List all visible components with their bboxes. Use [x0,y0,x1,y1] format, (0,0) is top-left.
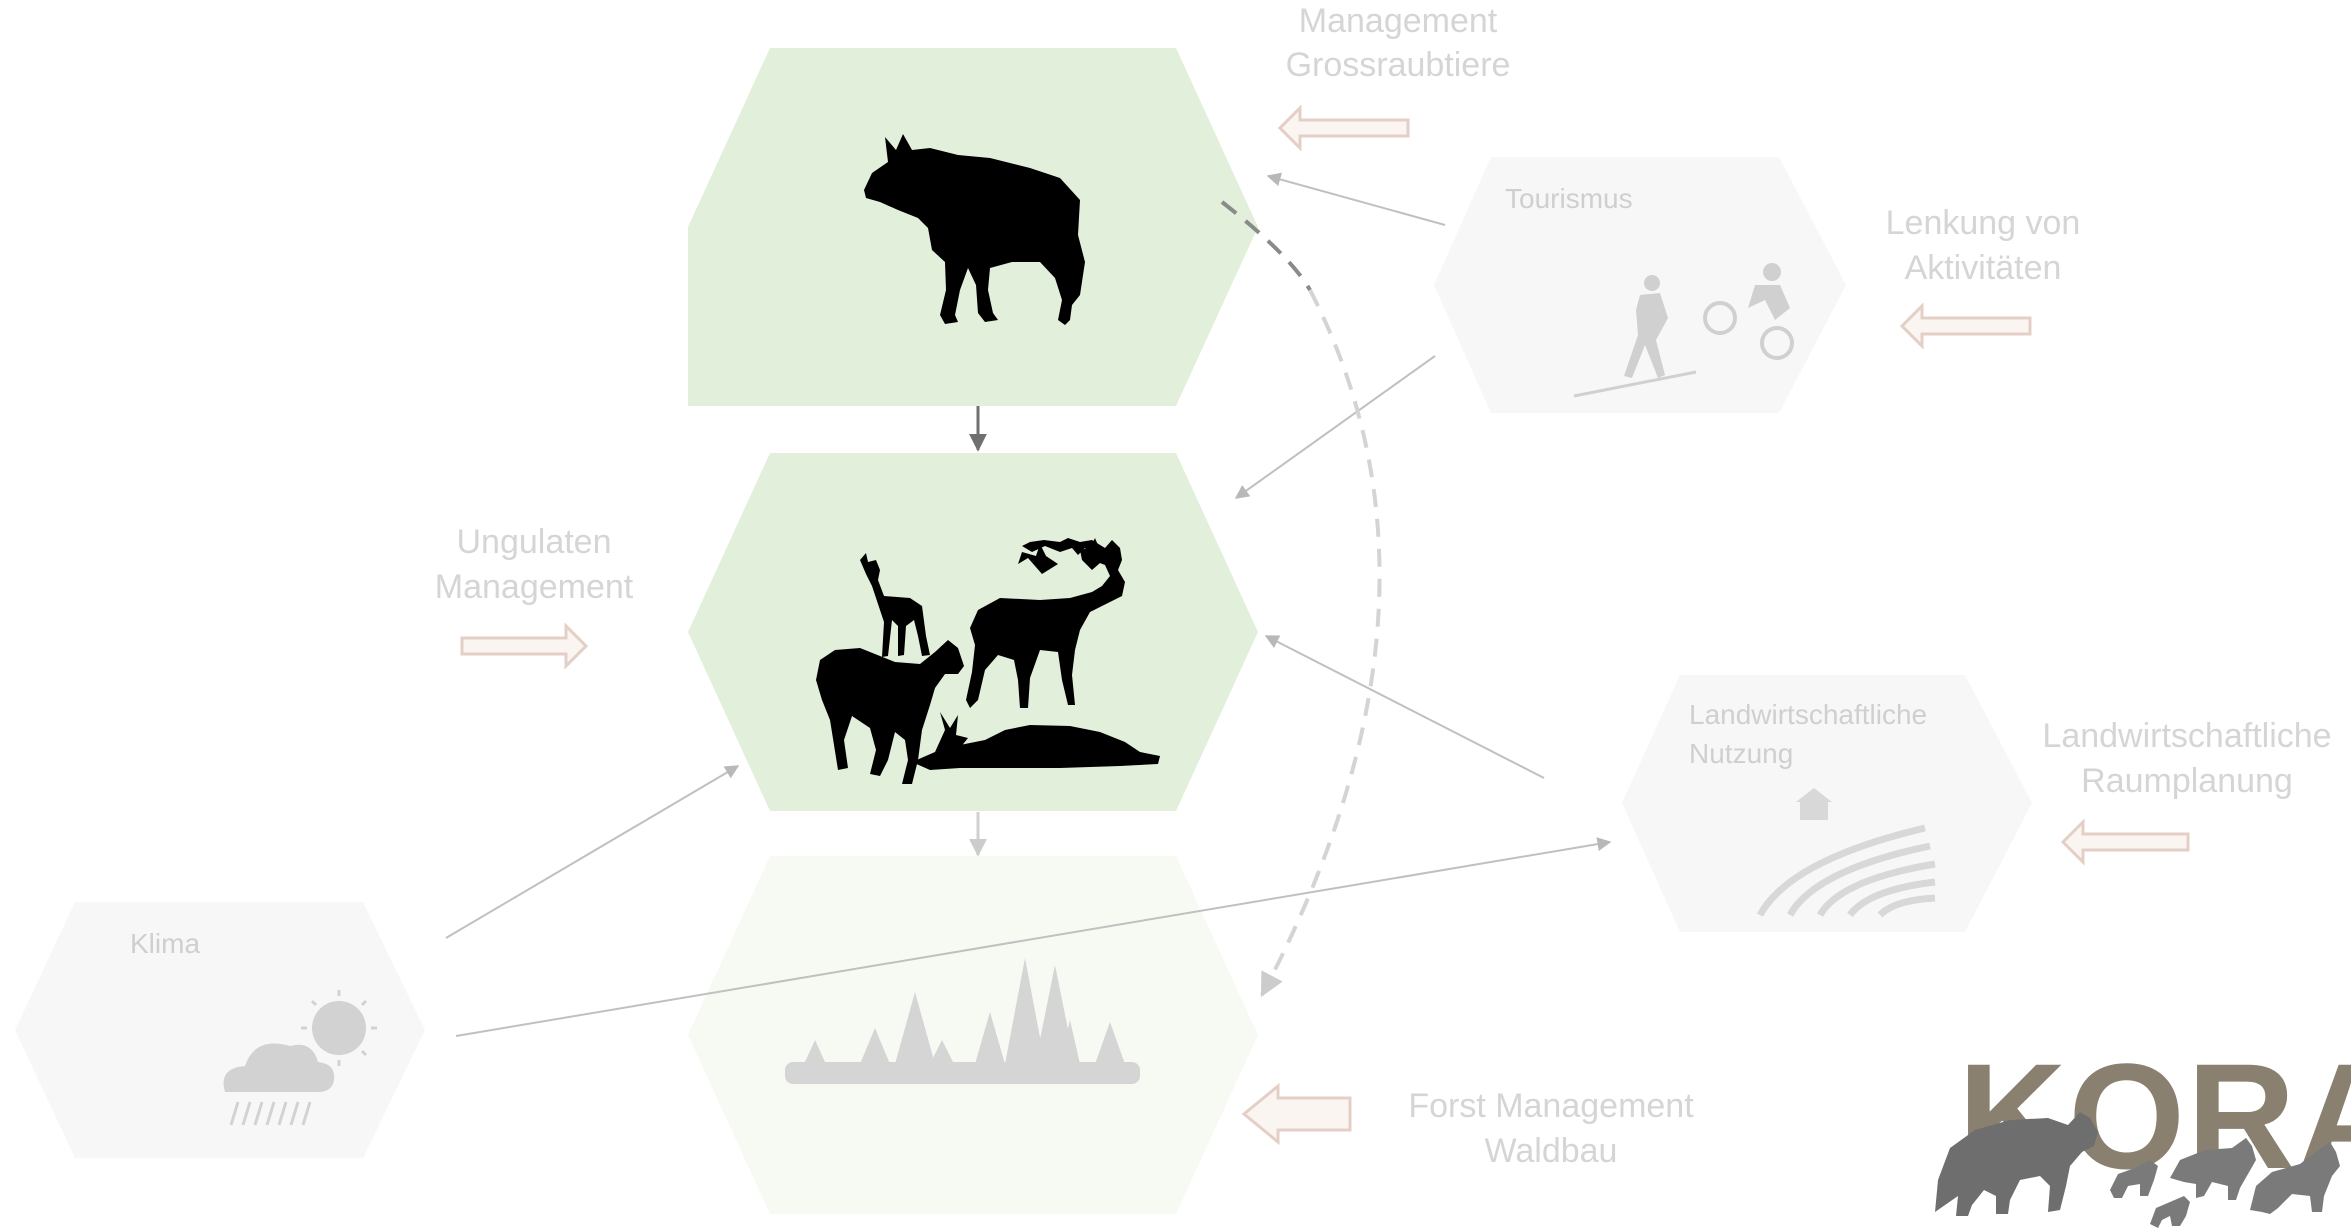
kora-logo: KORA [1935,1032,2351,1228]
deer-ibex-elk-silhouette-icon [816,538,1160,784]
arrow-tourism-to-carnivores [1266,172,1446,226]
hex-climate-shape [15,902,425,1158]
hex-tourism-shape [1434,157,1846,413]
label-ungulates-mgmt-line1: Ungulaten [456,523,611,561]
sun-cloud-rain-icon [223,990,377,1126]
arrow-climate-to-agriculture [455,837,1612,1037]
forest-treeline-icon [785,958,1140,1084]
label-ungulates-mgmt-line2: Management [435,568,634,606]
hex-tourism-title: Tourismus [1505,183,1633,214]
mgmt-arrow-agriculture [2060,818,2190,866]
hex-climate-title: Klima [130,928,200,959]
wolf-silhouette-icon [864,134,1085,325]
label-activities-line2: Aktivitäten [1905,249,2062,287]
farm-field-icon [1756,788,1936,918]
wildcat-silhouette-icon [2110,1160,2190,1228]
mgmt-arrow-large-carnivores [1277,104,1410,152]
mgmt-arrow-activities [1899,302,2032,350]
hex-forest [688,856,1258,1214]
label-activities-line1: Lenkung von [1886,204,2081,242]
bear-silhouette-icon [1935,1112,2098,1216]
hex-forest-shape [688,856,1258,1214]
mgmt-arrow-ungulates [460,622,589,670]
label-agriculture-planning-line2: Raumplanung [2081,762,2293,800]
label-management-carnivores-line2: Grossraubtiere [1286,46,1511,84]
hex-agriculture-title-line2: Nutzung [1689,738,1793,769]
arrow-tourism-to-ungulates [1234,355,1436,499]
label-forest-mgmt-line2: Waldbau [1485,1132,1618,1170]
label-agriculture-planning-line1: Landwirtschaftliche [2042,717,2331,755]
hex-climate: Klima [15,902,425,1158]
hiker-and-mountain-biker-icon [1573,263,1794,398]
lynx-silhouette-icon [2170,1138,2256,1200]
label-forest-mgmt-line1: Forst Management [1408,1087,1694,1125]
hex-agriculture-title-line1: Landwirtschaftliche [1689,699,1927,730]
dashed-arc-carnivores-to-forest [1260,289,1382,998]
mgmt-arrow-forest [1241,1082,1352,1146]
hex-tourism: Tourismus [1434,157,1846,413]
wolf-small-silhouette-icon [2250,1142,2340,1214]
arrow-climate-to-ungulates [445,765,740,939]
label-management-carnivores-line1: Management [1299,2,1498,40]
dashed-arc-dark-segment [1220,200,1312,291]
arrow-agriculture-to-ungulates [1264,635,1545,779]
